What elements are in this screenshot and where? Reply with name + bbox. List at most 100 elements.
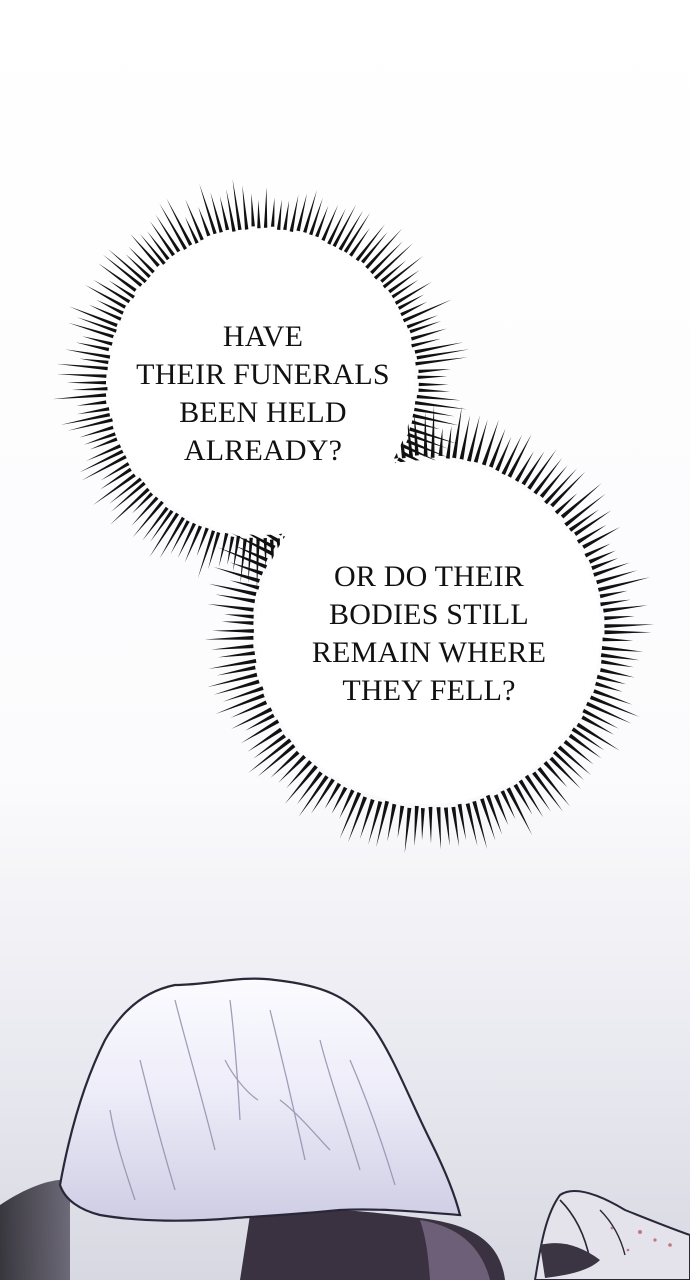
bubble-spike: [438, 428, 443, 457]
blood-spots: [610, 1226, 672, 1252]
bubble-spike: [603, 605, 648, 613]
bubble-spike: [83, 432, 116, 445]
bubble-spike: [132, 492, 154, 514]
bubble-spike: [552, 750, 585, 781]
bubble-spike: [582, 527, 621, 549]
bubble-spike: [596, 570, 638, 585]
bubble-spike: [327, 208, 346, 245]
bubble-spike: [100, 467, 132, 490]
bubble-spike: [600, 599, 631, 607]
bubble-spike: [418, 369, 451, 374]
bubble-spike: [217, 547, 268, 569]
bubble-spike: [521, 451, 545, 486]
bubble-spike: [221, 621, 254, 625]
bubble-spike: [563, 739, 594, 765]
bubble-spike: [89, 437, 118, 450]
bubble-spike: [518, 779, 544, 818]
bubble-1-text: HAVE THEIR FUNERALS BEEN HELD ALREADY?: [130, 318, 396, 470]
bubble-spike: [584, 543, 611, 558]
bubble-spike: [296, 771, 323, 805]
bubble-spike: [436, 807, 441, 850]
bubble-spike: [387, 803, 397, 842]
bubble-spike: [75, 342, 110, 352]
bubble-spike: [88, 304, 122, 321]
bubble-spike: [130, 233, 160, 267]
bubble-spike: [404, 807, 412, 853]
bubble-spike: [489, 428, 506, 468]
bubble-spike: [339, 789, 355, 819]
bubble-spike: [251, 193, 255, 227]
bubble-spike: [591, 558, 619, 571]
bubble-spike: [197, 530, 216, 579]
bubble-spike: [184, 525, 202, 563]
bubble-2-fill: [256, 460, 600, 804]
bubble-spike: [365, 228, 403, 269]
bubble-2-line: BODIES STILL: [329, 598, 529, 631]
bubble-spike: [204, 635, 254, 640]
bubble-spike: [155, 214, 181, 253]
bubble-spike: [185, 199, 204, 241]
bubble-spike: [348, 796, 367, 843]
bubble-spike: [355, 224, 385, 262]
bubble-spike: [332, 204, 356, 248]
bubble-spike: [245, 713, 275, 731]
bubble-spike: [412, 413, 459, 426]
bubble-spike: [185, 216, 199, 244]
bubble-spike: [69, 306, 118, 328]
bubble-spike: [597, 577, 650, 592]
bubble-spike: [303, 190, 317, 233]
bubble-spike: [604, 630, 652, 635]
bubble-spike: [604, 616, 635, 621]
bubble-spike: [263, 187, 268, 228]
bubble-spike: [215, 594, 256, 604]
bubble-spike: [543, 761, 568, 788]
bubble-spike: [170, 520, 190, 555]
bubble-spike: [568, 509, 600, 532]
armor-shadow: [540, 1243, 600, 1278]
bubble-spike: [278, 754, 306, 783]
bubble-spike: [588, 550, 616, 564]
bubble-spike: [66, 381, 106, 385]
bubble-spike: [576, 524, 607, 544]
bubble-spike: [76, 317, 117, 333]
bubble-spike: [411, 338, 441, 348]
bubble-spike: [480, 798, 496, 841]
bubble-spike: [198, 206, 211, 237]
bubble-spike: [211, 644, 254, 650]
bubble-spike: [421, 808, 425, 841]
bubble-spike: [339, 792, 362, 839]
bubble-spike: [166, 198, 193, 246]
bubble-spike: [159, 203, 187, 250]
bubble-spike: [108, 280, 135, 299]
bubble-spike: [414, 407, 455, 417]
bubble-spike: [230, 700, 268, 718]
bubble-spike: [407, 432, 448, 449]
bubble-spike: [56, 363, 108, 371]
bubble-spike: [539, 465, 568, 498]
bubble-spike: [397, 294, 425, 310]
bubble-spike: [338, 210, 364, 251]
bubble-spike: [380, 260, 407, 283]
bubble-spike: [177, 522, 196, 559]
sheet-folds: [109, 999, 396, 1201]
bubble-spike: [407, 417, 413, 457]
bubble-spike: [289, 194, 299, 232]
bubble-spike: [222, 686, 264, 702]
bubble-spike: [564, 493, 606, 527]
bubble-spike: [65, 349, 111, 359]
bubble-spike: [397, 805, 405, 838]
bubble-spike: [451, 806, 460, 847]
bubble-2-text: OR DO THEIR BODIES STILL REMAIN WHERE TH…: [298, 558, 560, 710]
bubble-spike: [428, 806, 433, 844]
bubble-fills: [110, 231, 600, 804]
bubble-spike: [286, 760, 312, 789]
bubble-spike: [96, 299, 124, 315]
bubble-spike: [602, 637, 634, 642]
bubble-spike: [71, 387, 108, 391]
bubble-spike: [92, 473, 136, 506]
bubble-spike: [414, 401, 467, 410]
bubble-spike: [414, 805, 419, 847]
bubble-spike: [445, 425, 452, 459]
